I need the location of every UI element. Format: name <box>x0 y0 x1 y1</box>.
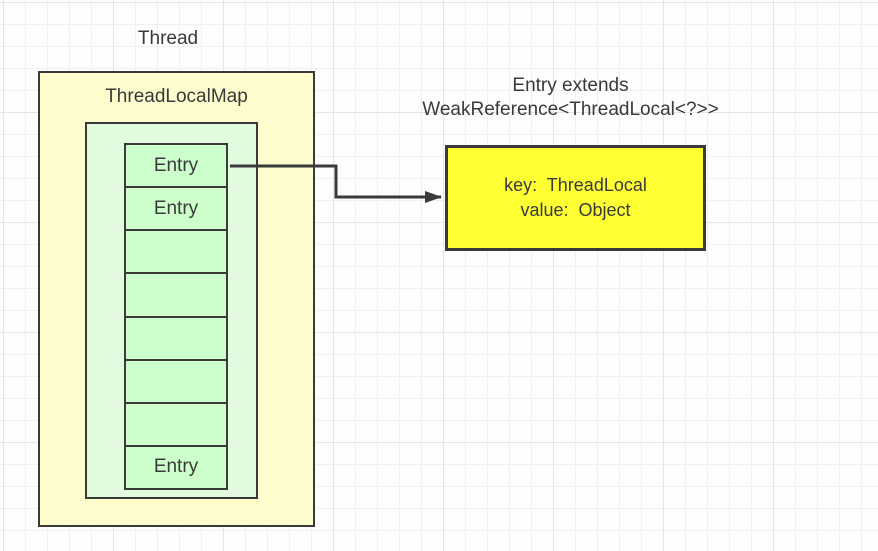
entry-cell: Entry <box>126 446 226 488</box>
entry-value-line: value: Object <box>520 200 631 220</box>
entry-cell <box>126 403 226 447</box>
entry-cell: Entry <box>126 145 226 189</box>
threadlocalmap-title: ThreadLocalMap <box>105 86 248 107</box>
entry-cell <box>126 274 226 318</box>
annotation-line-2: WeakReference<ThreadLocal<?>> <box>422 99 719 120</box>
entry-cell <box>126 231 226 275</box>
entry-stack: Entry Entry Entry <box>124 143 228 490</box>
entry-cell <box>126 360 226 404</box>
entry-key-line: key: ThreadLocal <box>504 175 647 195</box>
entry-cell: Entry <box>126 188 226 232</box>
entry-extends-annotation: Entry extends WeakReference<ThreadLocal<… <box>398 74 743 122</box>
entry-detail-box: key: ThreadLocal value: Object <box>445 145 706 251</box>
annotation-line-1: Entry extends <box>512 75 629 96</box>
entry-cell <box>126 317 226 361</box>
thread-label: Thread <box>137 28 199 49</box>
